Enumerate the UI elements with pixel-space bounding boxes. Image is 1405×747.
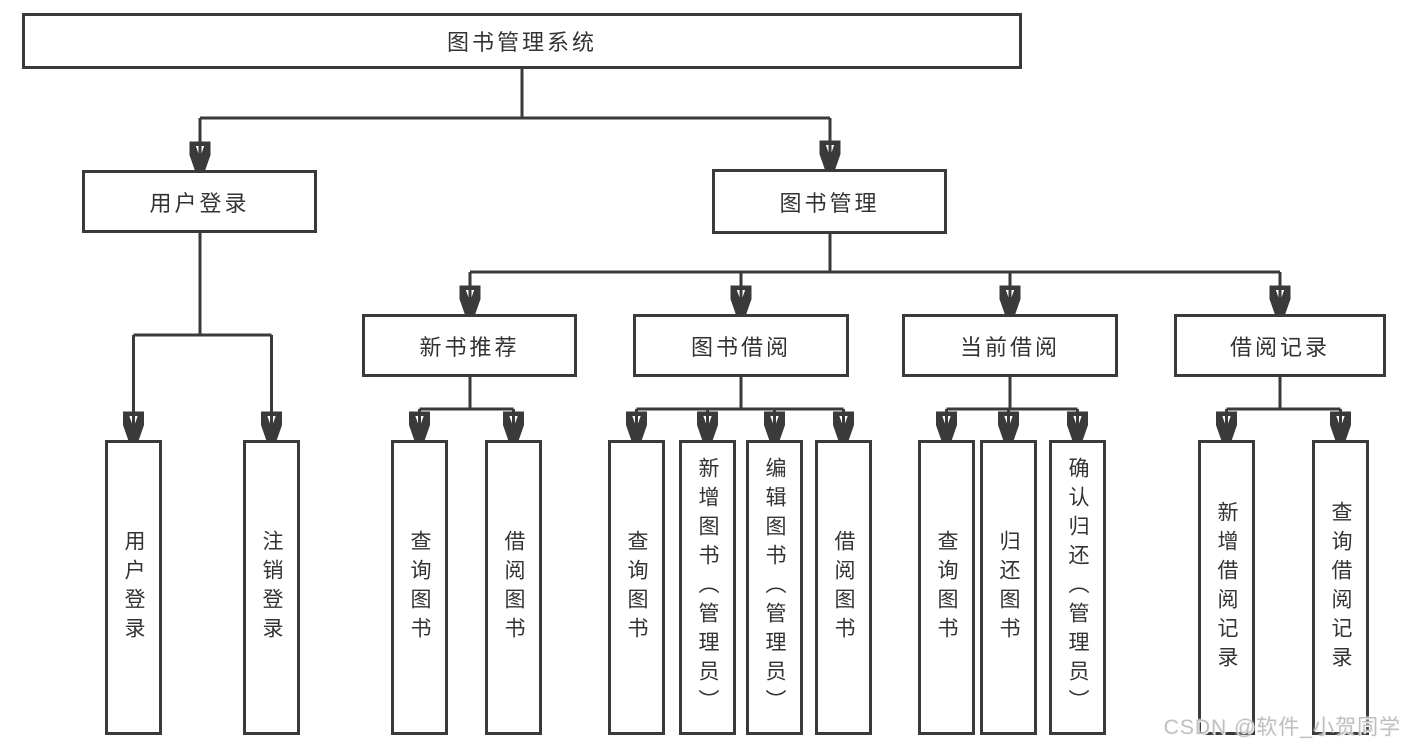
- leaf-edit-book-admin-label: 编辑图书（管理员）: [763, 457, 786, 718]
- node-borrowing-records-label: 借阅记录: [1229, 334, 1330, 360]
- leaf-query-books-borrowing-label: 查询图书: [625, 529, 648, 646]
- leaf-confirm-return-admin: 确认归还（管理员）: [1049, 440, 1106, 735]
- leaf-query-books-borrowing: 查询图书: [608, 440, 665, 735]
- leaf-return-book: 归还图书: [980, 440, 1037, 735]
- node-book-management: 图书管理: [712, 169, 947, 234]
- leaf-query-books-recommend: 查询图书: [391, 440, 448, 735]
- node-book-borrowing-label: 图书借阅: [690, 334, 791, 360]
- leaf-user-login: 用户登录: [105, 440, 162, 735]
- leaf-query-books-recommend-label: 查询图书: [408, 529, 431, 646]
- leaf-query-books-current-label: 查询图书: [935, 529, 958, 646]
- leaf-logout: 注销登录: [243, 440, 300, 735]
- leaf-add-book-admin: 新增图书（管理员）: [679, 440, 736, 735]
- leaf-query-books-current: 查询图书: [918, 440, 975, 735]
- node-book-borrowing: 图书借阅: [633, 314, 849, 377]
- csdn-watermark: CSDN @软件_小贺同学: [1163, 716, 1401, 739]
- node-book-management-label: 图书管理: [779, 190, 880, 216]
- leaf-borrow-books-recommend-label: 借阅图书: [502, 529, 525, 646]
- leaf-confirm-return-admin-label: 确认归还（管理员）: [1066, 457, 1089, 718]
- leaf-add-book-admin-label: 新增图书（管理员）: [696, 457, 719, 718]
- node-new-book-recommend-label: 新书推荐: [419, 334, 520, 360]
- leaf-user-login-label: 用户登录: [122, 529, 145, 646]
- leaf-edit-book-admin: 编辑图书（管理员）: [746, 440, 803, 735]
- leaf-borrow-books-label: 借阅图书: [832, 529, 855, 646]
- leaf-borrow-books: 借阅图书: [815, 440, 872, 735]
- node-root-system: 图书管理系统: [22, 13, 1022, 69]
- leaf-add-borrow-record-label: 新增借阅记录: [1215, 500, 1238, 675]
- node-current-borrowing: 当前借阅: [902, 314, 1118, 377]
- node-root-system-label: 图书管理系统: [446, 30, 597, 55]
- node-user-login: 用户登录: [82, 170, 317, 233]
- leaf-query-borrow-record-label: 查询借阅记录: [1329, 500, 1352, 675]
- leaf-add-borrow-record: 新增借阅记录: [1198, 440, 1255, 735]
- node-new-book-recommend: 新书推荐: [362, 314, 577, 377]
- node-borrowing-records: 借阅记录: [1174, 314, 1386, 377]
- node-user-login-label: 用户登录: [149, 190, 250, 216]
- leaf-query-borrow-record: 查询借阅记录: [1312, 440, 1369, 735]
- leaf-logout-label: 注销登录: [260, 529, 283, 646]
- leaf-borrow-books-recommend: 借阅图书: [485, 440, 542, 735]
- leaf-return-book-label: 归还图书: [997, 529, 1020, 646]
- node-current-borrowing-label: 当前借阅: [959, 334, 1060, 360]
